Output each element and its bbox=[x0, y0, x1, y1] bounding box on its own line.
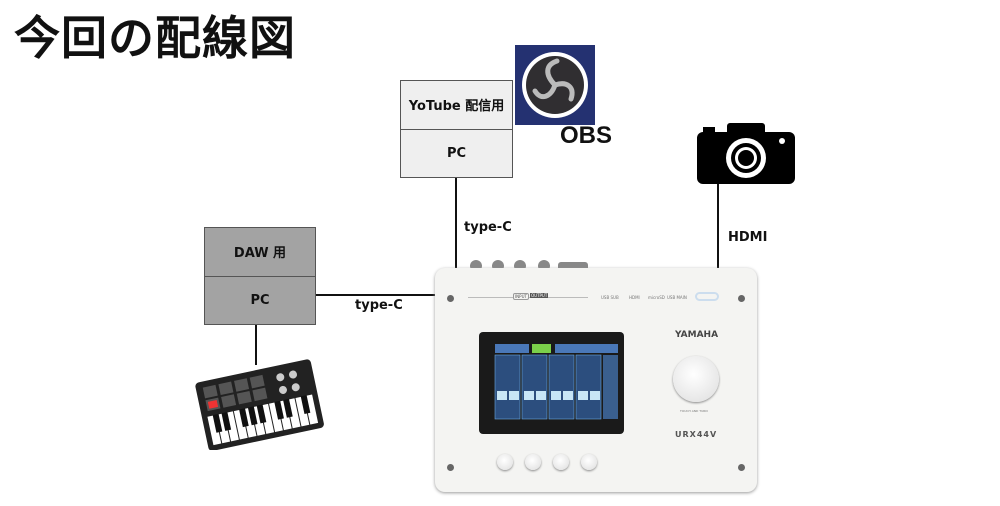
cable-label-typec-youtube: type-C bbox=[464, 220, 512, 235]
cable-daw-keyboard bbox=[255, 325, 257, 365]
page-title: 今回の配線図 bbox=[14, 11, 296, 65]
model-name: URX44V bbox=[675, 430, 718, 439]
cable-camera-device bbox=[717, 183, 719, 268]
cable-youtube-device bbox=[455, 178, 457, 268]
port-usb-main: USB MAIN bbox=[667, 295, 687, 300]
touch-screen bbox=[479, 332, 624, 434]
channel-knob-1[interactable] bbox=[497, 454, 513, 470]
knob-label: TOUCH AND TURN bbox=[680, 409, 708, 413]
daw-pc-label: PC bbox=[205, 275, 315, 325]
channel-knob-4[interactable] bbox=[581, 454, 597, 470]
daw-pc-box: DAW 用 PC bbox=[204, 227, 316, 325]
input-toggle: INPUT bbox=[513, 293, 529, 300]
cable-daw-device bbox=[316, 294, 436, 296]
midi-keyboard-icon bbox=[195, 355, 325, 454]
obs-logo-icon bbox=[515, 45, 595, 125]
cable-label-hdmi: HDMI bbox=[728, 230, 768, 245]
output-toggle: OUTPUT bbox=[530, 293, 549, 298]
screw bbox=[738, 464, 745, 471]
camera-icon bbox=[697, 120, 797, 189]
brand-logo: YAMAHA bbox=[675, 330, 719, 340]
port-hdmi: HDMI bbox=[629, 295, 640, 300]
screw bbox=[738, 295, 745, 302]
channel-knob-3[interactable] bbox=[553, 454, 569, 470]
daw-pc-purpose: DAW 用 bbox=[233, 246, 287, 262]
usb-main-indicator bbox=[695, 292, 719, 301]
youtube-pc-box: YoTube 配信用 PC bbox=[400, 80, 513, 178]
port-usb-sub: USB SUB bbox=[601, 295, 619, 300]
main-knob[interactable] bbox=[673, 356, 719, 402]
youtube-pc-purpose: YoTube 配信用 bbox=[408, 99, 505, 115]
cable-label-typec-daw: type-C bbox=[355, 298, 403, 313]
screw bbox=[447, 464, 454, 471]
channel-knob-2[interactable] bbox=[525, 454, 541, 470]
obs-label: OBS bbox=[560, 122, 613, 149]
screw bbox=[447, 295, 454, 302]
port-microsd: microSD bbox=[648, 295, 665, 300]
youtube-pc-label: PC bbox=[401, 128, 512, 178]
